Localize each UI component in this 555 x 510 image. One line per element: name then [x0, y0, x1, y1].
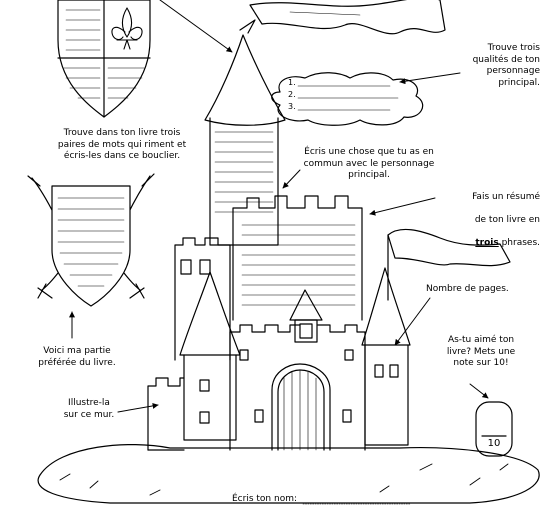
summary-bold-word: trois — [475, 237, 499, 248]
top-shield — [57, 0, 151, 118]
ground-island — [37, 444, 540, 504]
castle-door — [271, 363, 331, 451]
summary-line-2: de ton livre en — [474, 214, 540, 225]
name-prompt-label: Écris ton nom: — [232, 494, 297, 504]
left-low-wall — [147, 377, 210, 451]
arrow-to-low-wall — [117, 402, 159, 413]
cloud-list-box — [271, 72, 424, 126]
top-flag — [249, 0, 446, 35]
rating-denominator: 10 — [487, 438, 501, 449]
cloud-list-item-3: 3. — [288, 102, 296, 111]
summary-label: Fais un résumé de ton livre en trois phr… — [418, 180, 540, 249]
summary-line-3-end: phrases. — [498, 237, 540, 248]
summary-line-1: Fais un résumé — [472, 191, 540, 202]
arrow-to-keep — [369, 197, 436, 216]
left-cone-tower — [179, 271, 241, 356]
arrow-to-rating — [469, 383, 489, 399]
main-spire-tower — [204, 19, 286, 246]
shield-rhymes-label: Trouve dans ton livre trois paires de mo… — [57, 128, 187, 161]
three-qualities-label: Trouve trois qualités de ton personnage … — [472, 43, 540, 88]
central-keep — [232, 195, 363, 321]
common-thing-label: Écris une chose que tu as en commun avec… — [303, 147, 435, 180]
arrow-to-top-shield — [159, 0, 233, 53]
rating-box — [475, 401, 513, 457]
cloud-list-item-2: 2. — [288, 90, 296, 99]
front-wall — [229, 324, 366, 451]
arrow-to-spire — [282, 169, 301, 189]
fleur-de-lis-icon — [111, 7, 143, 50]
favorite-part-label: Voici ma partie préférée du livre. — [38, 346, 116, 368]
arrow-to-cloud — [399, 72, 461, 85]
rating-label: As-tu aimé ton livre? Mets une note sur … — [446, 335, 516, 368]
page-count-label: Nombre de pages. — [426, 284, 509, 294]
side-flag — [387, 228, 511, 267]
right-cone-tower — [361, 267, 411, 346]
illustrate-label: Illustre-la sur ce mur. — [63, 398, 115, 420]
arrow-to-page-count — [394, 297, 431, 346]
cloud-list-item-1: 1. — [288, 78, 296, 87]
left-tower — [174, 237, 231, 361]
left-shield-with-swords — [27, 173, 155, 307]
